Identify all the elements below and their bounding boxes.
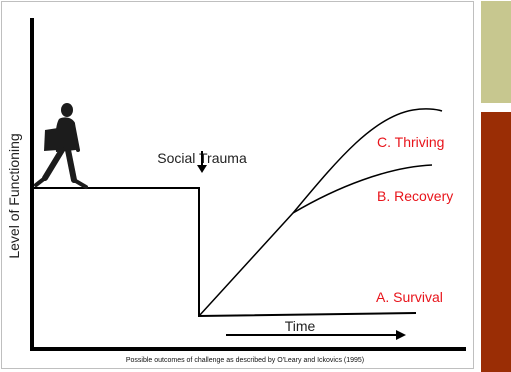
- recovery-label: B. Recovery: [377, 188, 453, 204]
- thriving-label: C. Thriving: [377, 134, 444, 150]
- accent-bar-top: [481, 1, 511, 103]
- down-arrow-icon: [197, 151, 207, 173]
- functioning-line: [32, 187, 417, 318]
- caption: Possible outcomes of challenge as descri…: [126, 357, 364, 364]
- accent-bar-bottom: [481, 112, 511, 372]
- y-axis-label: Level of Functioning: [6, 133, 22, 258]
- walking-person-icon: [34, 103, 88, 189]
- time-label: Time: [285, 318, 316, 334]
- thriving-curve: [198, 108, 443, 317]
- right-arrow-icon: [226, 330, 406, 340]
- recovery-curve: [292, 164, 433, 214]
- survival-label: A. Survival: [376, 289, 443, 305]
